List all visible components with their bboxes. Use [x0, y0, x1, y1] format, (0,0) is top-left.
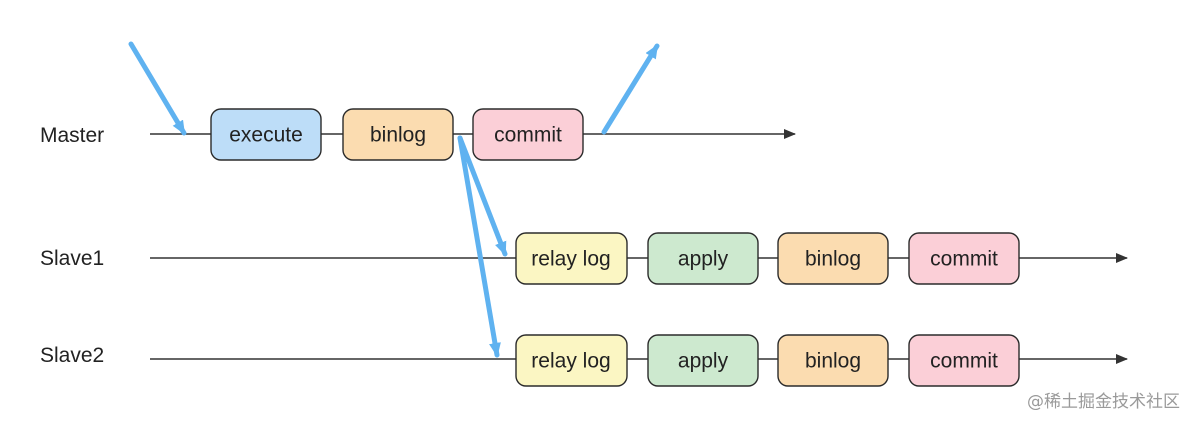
slave1-step-apply: apply	[647, 232, 759, 285]
binlog-to-slave2-arrow	[457, 135, 501, 358]
slave1-step-apply-label: apply	[678, 248, 729, 271]
slave1-step-binlog: binlog	[777, 232, 889, 285]
incoming-request-arrow	[128, 41, 187, 136]
binlog-to-slave1-arrow	[457, 135, 508, 257]
master-step-binlog: binlog	[342, 108, 454, 161]
slave2-step-relay-log: relay log	[515, 334, 628, 387]
master-step-execute-label: execute	[229, 124, 303, 147]
lane-label-slave2: Slave2	[40, 344, 105, 367]
slave2-step-commit: commit	[908, 334, 1020, 387]
master-step-binlog-label: binlog	[370, 124, 426, 147]
response-arrow	[601, 43, 660, 135]
lane-label-master: Master	[40, 124, 105, 147]
slave1-step-commit: commit	[908, 232, 1020, 285]
master-step-commit: commit	[472, 108, 584, 161]
slave2-step-apply-label: apply	[678, 350, 729, 373]
slave2-step-commit-label: commit	[930, 350, 998, 373]
watermark: @稀土掘金技术社区	[1027, 392, 1180, 412]
slave1-step-relay-log: relay log	[515, 232, 628, 285]
slave2-step-binlog-label: binlog	[805, 350, 861, 373]
master-step-commit-label: commit	[494, 124, 562, 147]
master-step-execute: execute	[210, 108, 322, 161]
slave2-step-binlog: binlog	[777, 334, 889, 387]
slave2-step-apply: apply	[647, 334, 759, 387]
slave2-step-relay-log-label: relay log	[531, 350, 610, 373]
slave1-step-relay-log-label: relay log	[531, 248, 610, 271]
slave1-step-binlog-label: binlog	[805, 248, 861, 271]
lane-label-slave1: Slave1	[40, 247, 105, 270]
slave1-step-commit-label: commit	[930, 248, 998, 271]
